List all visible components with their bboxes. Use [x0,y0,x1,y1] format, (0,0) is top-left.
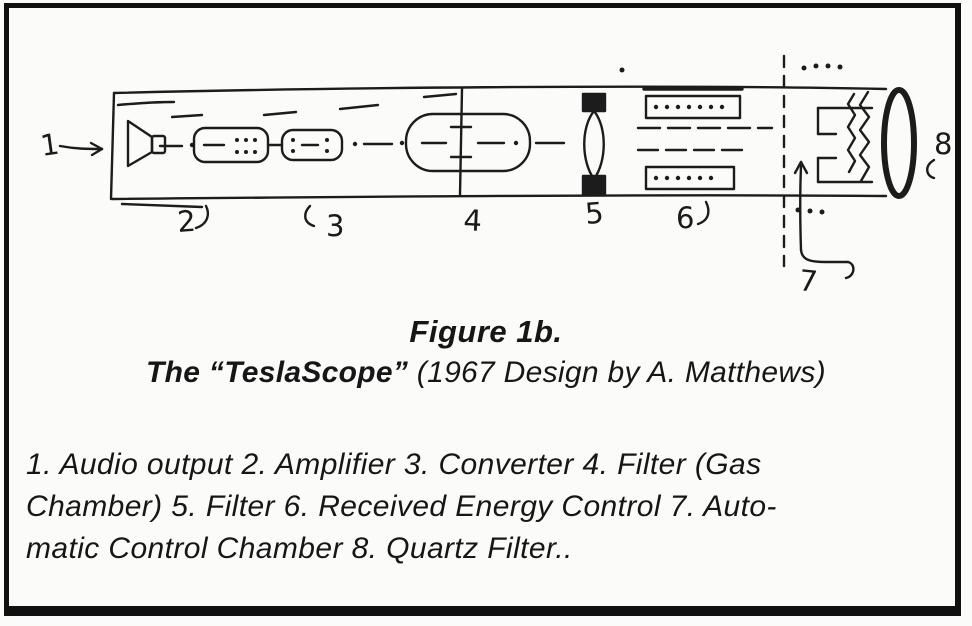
page-border [4,3,961,616]
callout-4-label: 4 [463,203,483,238]
energy-control-grids [642,87,744,191]
figure-subtitle: The “TeslaScope” (1967 Design by A. Matt… [0,356,972,390]
callout-3-label: 3 [326,209,344,243]
center-axis-dashes [158,126,774,152]
gas-chamber-capsule [404,87,532,197]
figure-title: Figure 1b. [409,314,563,349]
caption-line-2: Chamber) 5. Filter 6. Received Energy Co… [26,490,777,523]
callout-6-curl [696,200,710,226]
callout-1-arrow [58,141,104,157]
control-chamber-bracket [816,106,874,184]
schematic-ink [58,54,936,280]
quartz-filter-endcap [846,87,917,199]
callout-1-label: 1 [38,127,61,163]
figure-caption: 1. Audio output 2. Amplifier 3. Converte… [26,444,954,570]
figure-subtitle-name: The “TeslaScope” [146,356,409,389]
caption-line-1: 1. Audio output 2. Amplifier 3. Converte… [26,448,762,481]
callout-7-label: 7 [797,263,819,299]
callout-8-label: 8 [934,127,952,161]
callout-8-curl [926,158,936,180]
callout-6-label: 6 [676,201,694,235]
audio-output-horn [126,119,167,168]
tube-body [109,85,888,209]
callout-5-label: 5 [584,195,605,230]
component-dots [189,63,843,215]
callout-2-label: 2 [176,204,197,239]
filter-lens [581,92,607,197]
callout-3-curl [304,204,316,228]
teslascope-schematic: 1 2 3 4 5 6 7 8 [38,54,952,299]
converter-box [280,128,344,162]
figure-subtitle-detail: (1967 Design by A. Matthews) [416,356,826,389]
caption-line-3: matic Control Chamber 8. Quartz Filter.. [26,532,573,565]
callout-7-arrow [793,160,855,280]
callout-2-curl [194,204,210,230]
